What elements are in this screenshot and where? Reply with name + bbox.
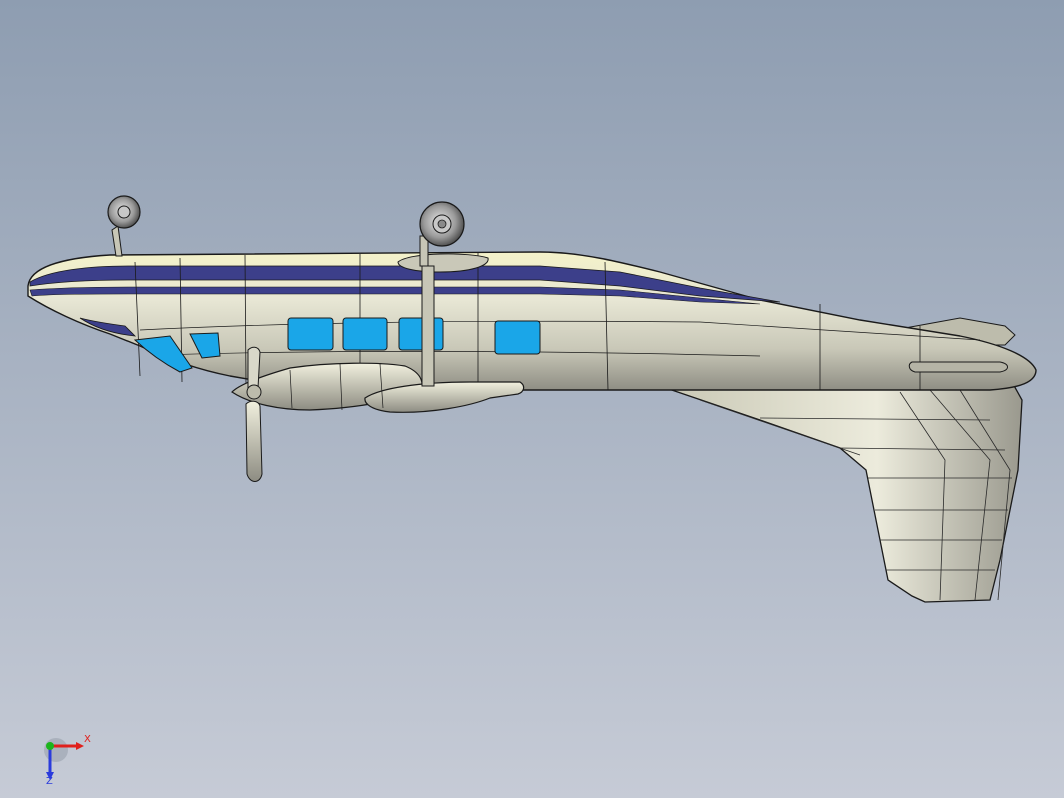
cabin-windows [287, 317, 541, 355]
triad-z-label: Z [46, 776, 53, 787]
triad-icon [44, 738, 84, 780]
triad-x-label: X [84, 734, 91, 745]
cockpit-windows [133, 332, 221, 373]
engine-nacelle[interactable] [231, 362, 525, 413]
nose-landing-gear[interactable] [107, 195, 141, 257]
propeller [245, 346, 263, 482]
main-landing-gear[interactable] [397, 201, 489, 387]
tail-fin[interactable] [659, 381, 1023, 603]
coordinate-triad: X Z [40, 732, 100, 788]
